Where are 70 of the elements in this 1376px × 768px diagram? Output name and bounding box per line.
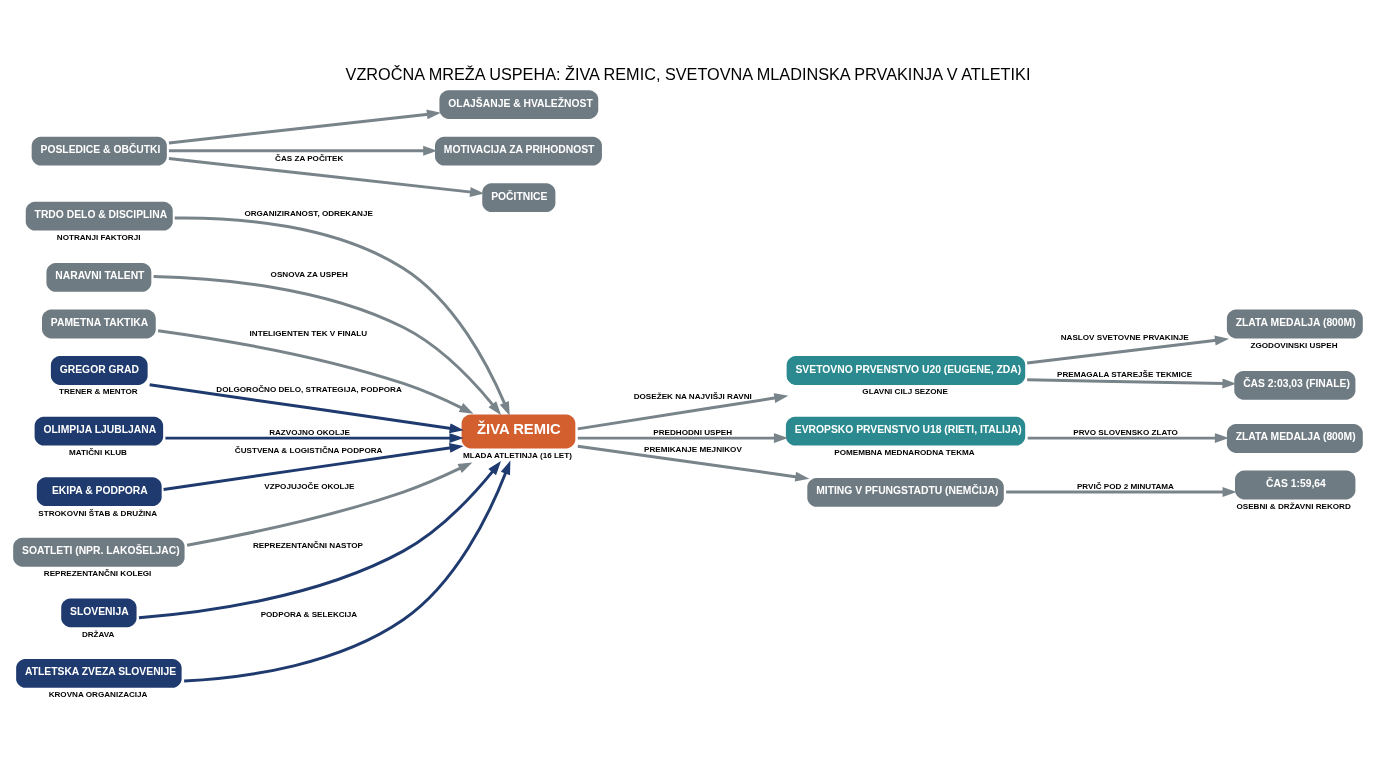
arrow xyxy=(174,216,510,416)
edge-label: ORGANIZIRANOST, ODREKANJE xyxy=(244,208,373,218)
edge-label: PRVIČ POD 2 MINUTAMA xyxy=(1076,481,1174,491)
node-label: MLADA ATLETINJA (16 LET) xyxy=(463,450,572,460)
arrow xyxy=(138,461,502,620)
arrow xyxy=(168,109,441,145)
node-box: EKIPA & PODPORA xyxy=(36,477,162,507)
arrow xyxy=(1006,487,1237,497)
edge-label: PRVO SLOVENSKO ZLATO xyxy=(1073,428,1178,438)
arrow xyxy=(186,462,473,547)
arrow xyxy=(168,157,485,197)
edge-label: PREMIKANJE MEJNIKOV xyxy=(644,445,742,454)
edge-label: PREMAGALA STAREJŠE TEKMICE xyxy=(1056,370,1193,380)
node-label: MATIČNI KLUB xyxy=(68,447,127,457)
arrow xyxy=(149,383,464,434)
edge-label: PREDHODNI USPEH xyxy=(653,428,733,438)
node-label: DRŽAVA xyxy=(81,629,115,639)
edge-label: ČUSTVENA & LOGISTIČNA PODPORA xyxy=(234,445,383,455)
edge-label: PODPORA & SELEKCIJA xyxy=(260,609,358,619)
edge-label: ČAS ZA POČITEK xyxy=(275,153,344,163)
node-label: OSEBNI & DRŽAVNI REKORD xyxy=(1236,501,1351,511)
node-box: TRDO DELO & DISCIPLINA xyxy=(25,201,173,231)
node-box: GREGOR GRAD xyxy=(50,356,148,385)
arrow xyxy=(163,443,464,491)
node-box: ZLATA MEDALJA (800M) xyxy=(1226,309,1363,339)
arrow xyxy=(577,393,789,431)
node-label: STROKOVNI ŠTAB & DRUŽINA xyxy=(38,508,158,518)
arrow xyxy=(577,444,810,482)
node-box: MOTIVACIJA ZA PRIHODNOST xyxy=(435,136,602,166)
edge-label: INTELIGENTEN TEK V FINALU xyxy=(249,329,368,339)
arrow xyxy=(184,460,511,683)
node-label: TRENER & MENTOR xyxy=(58,387,138,397)
edge-label: REPREZENTANČNI NASTOP xyxy=(252,541,363,551)
node-box: NARAVNI TALENT xyxy=(46,263,152,292)
arrow xyxy=(577,433,788,444)
node-box: ČAS 1:59,64 xyxy=(1235,470,1356,500)
node-box: OLAJŠANJE & HVALEŽNOST xyxy=(439,90,599,119)
edge-label: VZPOJUJOČE OKOLJE xyxy=(264,481,355,491)
edge-label: DOSEŽEK NA NAJVIŠJI RAVNI xyxy=(633,391,752,401)
node-box: OLIMPIJA LJUBLJANA xyxy=(34,416,164,446)
node-box: PAMETNA TAKTIKA xyxy=(42,309,156,339)
arrow xyxy=(1026,335,1229,365)
node-box: EVROPSKO PRVENSTVO U18 (RIETI, ITALIJA) xyxy=(785,416,1026,446)
node-label: KROVNA ORGANIZACIJA xyxy=(48,690,148,700)
arrow xyxy=(1027,433,1229,444)
arrow xyxy=(157,329,474,414)
node-box: ATLETSKA ZVEZA SLOVENIJE xyxy=(16,659,182,688)
node-box: POČITNICE xyxy=(482,183,556,213)
node-box: MITING V PFUNGSTADTU (NEMČIJA) xyxy=(807,478,1004,507)
node-box: ŽIVA REMIC xyxy=(461,414,576,449)
edge-label: RAZVOJNO OKOLJE xyxy=(269,428,350,438)
node-label: REPREZENTANČNI KOLEGI xyxy=(43,569,152,579)
node-box: SOATLETI (NPR. LAKOŠELJAC) xyxy=(13,537,185,567)
edge-label: OSNOVA ZA USPEH xyxy=(270,269,348,279)
node-box: SLOVENIJA xyxy=(61,598,137,628)
node-box: ČAS 2:03,03 (FINALE) xyxy=(1234,370,1356,400)
node-box: ZLATA MEDALJA (800M) xyxy=(1226,424,1363,453)
arrow xyxy=(1027,378,1237,389)
edge-label: NASLOV SVETOVNE PRVAKINJE xyxy=(1060,332,1189,342)
arrow xyxy=(153,275,502,416)
node-label: ZGODOVINSKI USPEH xyxy=(1250,340,1338,350)
node-label: GLAVNI CILJ SEZONE xyxy=(862,387,948,397)
node-box: POSLEDICE & OBČUTKI xyxy=(31,136,167,166)
arrow xyxy=(165,433,464,444)
diagram-title: VZROČNA MREŽA USPEHA: ŽIVA REMIC, SVETOVNA MLADINSKA PRVAKINJA V ATLETIKI xyxy=(345,64,1031,83)
arrow xyxy=(168,145,438,156)
edge-label: DOLGOROČNO DELO, STRATEGIJA, PODPORA xyxy=(216,385,402,395)
node-label: POMEMBNA MEDNARODNA TEKMA xyxy=(834,447,975,457)
node-box: SVETOVNO PRVENSTVO U20 (EUGENE, ZDA) xyxy=(786,356,1026,385)
node-label: NOTRANJI FAKTORJI xyxy=(56,232,141,242)
